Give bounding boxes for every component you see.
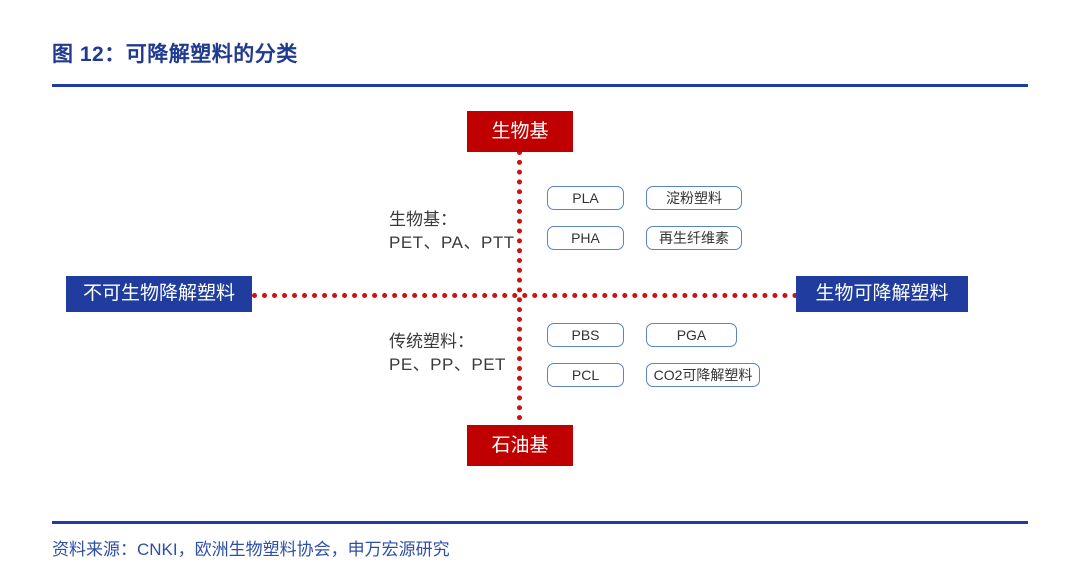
axis-label-non-biodegradable-plastics: 不可生物降解塑料 <box>66 276 252 312</box>
source-note: 资料来源：CNKI，欧洲生物塑料协会，申万宏源研究 <box>52 540 450 559</box>
quadrant-diagram: 生物基 石油基 不可生物降解塑料 生物可降解塑料 生物基： PET、PA、PTT… <box>0 95 1080 505</box>
quadrant-upper-left-label: 生物基： PET、PA、PTT <box>389 208 515 254</box>
title-divider <box>52 84 1028 87</box>
horizontal-axis-dotted-line <box>252 293 798 298</box>
chip-pga: PGA <box>646 323 737 347</box>
quadrant-lower-left-items: PE、PP、PET <box>389 355 506 374</box>
quadrant-upper-left-heading: 生物基： <box>389 210 457 229</box>
footer-divider <box>52 521 1028 524</box>
chip-pha: PHA <box>547 226 624 250</box>
chip-pbs: PBS <box>547 323 624 347</box>
quadrant-lower-left-heading: 传统塑料： <box>389 332 474 351</box>
quadrant-upper-left-items: PET、PA、PTT <box>389 233 515 252</box>
chip-co2-degradable-plastic: CO2可降解塑料 <box>646 363 760 387</box>
chip-pcl: PCL <box>547 363 624 387</box>
chip-starch-plastic: 淀粉塑料 <box>646 186 742 210</box>
page-title: 图 12：可降解塑料的分类 <box>52 43 298 66</box>
quadrant-lower-left-label: 传统塑料： PE、PP、PET <box>389 330 506 376</box>
axis-label-petroleum-based: 石油基 <box>468 426 572 465</box>
axis-label-biodegradable-plastics: 生物可降解塑料 <box>796 276 968 312</box>
chip-regenerated-cellulose: 再生纤维素 <box>646 226 742 250</box>
chip-pla: PLA <box>547 186 624 210</box>
axis-label-bio-based: 生物基 <box>468 112 572 151</box>
vertical-axis-dotted-line <box>517 150 522 440</box>
